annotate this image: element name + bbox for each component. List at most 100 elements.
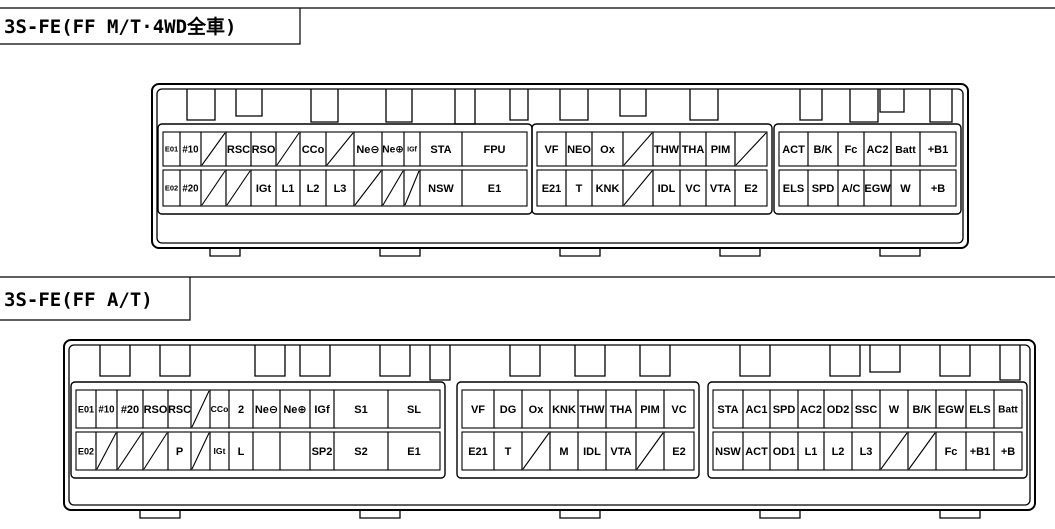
housing-foot bbox=[879, 248, 921, 257]
pin-label: E21 bbox=[542, 183, 562, 195]
connector-housing bbox=[63, 339, 1036, 511]
pin-label: #10 bbox=[182, 144, 198, 155]
pin-label: RSC bbox=[168, 404, 191, 416]
housing-foot bbox=[209, 248, 241, 257]
housing-key-notch bbox=[799, 89, 823, 121]
pin-label: E01 bbox=[78, 404, 94, 414]
pin-label: VC bbox=[685, 183, 700, 195]
pin-cell bbox=[461, 131, 528, 167]
pin-label: THA bbox=[610, 404, 633, 416]
pin-label: SSC bbox=[855, 404, 878, 416]
pin-label: E01 bbox=[165, 145, 178, 154]
pin-label: #20 bbox=[182, 183, 198, 194]
unused-pin-slash bbox=[404, 170, 420, 206]
pin-label: E21 bbox=[468, 446, 488, 458]
pin-cell bbox=[387, 389, 441, 429]
pin-label: Ne⊖ bbox=[356, 144, 379, 156]
pin-label: A/C bbox=[842, 183, 861, 195]
housing-key-notch bbox=[574, 345, 606, 377]
section-title-frame bbox=[0, 7, 1055, 45]
housing-key-notch bbox=[509, 345, 541, 377]
pin-label: SP2 bbox=[312, 446, 333, 458]
housing-foot bbox=[719, 248, 761, 257]
pin-label: E02 bbox=[165, 184, 178, 193]
housing-key-notch bbox=[879, 89, 905, 113]
pin-label: E2 bbox=[672, 446, 685, 458]
pin-label: CCo bbox=[302, 144, 325, 156]
pin-label: NSW bbox=[428, 183, 454, 195]
pin-label: OD2 bbox=[827, 404, 850, 416]
housing-key-notch bbox=[235, 89, 263, 117]
pin-label: L1 bbox=[805, 446, 818, 458]
housing-key-notch bbox=[739, 345, 771, 377]
connector-block bbox=[70, 381, 446, 479]
pin-label: CCo bbox=[211, 404, 229, 414]
pin-label: VTA bbox=[710, 183, 731, 195]
pin-label: IGt bbox=[256, 183, 272, 195]
pin-label: SPD bbox=[773, 404, 796, 416]
pin-label: E1 bbox=[488, 183, 501, 195]
pin-label: NEO bbox=[567, 144, 591, 156]
housing-key-notch bbox=[689, 89, 719, 121]
pin-label: IGf bbox=[407, 147, 417, 154]
pin-label: Ne⊕ bbox=[283, 404, 306, 416]
pin-label: OD1 bbox=[773, 446, 796, 458]
pin-label: B/K bbox=[814, 144, 833, 156]
section-title: 3S-FE(FF A/T) bbox=[4, 289, 153, 311]
housing-key-notch bbox=[849, 89, 879, 123]
connector-block bbox=[531, 123, 773, 215]
housing-key-notch bbox=[385, 89, 413, 123]
pin-label: STA bbox=[717, 404, 738, 416]
pin-label: AC2 bbox=[866, 144, 888, 156]
housing-key-notch bbox=[999, 345, 1021, 381]
pin-label: DG bbox=[500, 404, 517, 416]
pin-label: SL bbox=[407, 404, 421, 416]
pin-cell bbox=[734, 131, 768, 167]
unused-pin-slash bbox=[382, 170, 404, 206]
unused-pin-slash bbox=[276, 132, 300, 166]
pin-cell bbox=[919, 131, 957, 167]
pin-cell bbox=[993, 389, 1023, 429]
pin-label: VTA bbox=[610, 446, 631, 458]
pin-label: RSC bbox=[227, 144, 250, 156]
pin-label: EGW bbox=[938, 404, 965, 416]
unused-pin-slash bbox=[880, 432, 908, 470]
pin-label: NSW bbox=[715, 446, 741, 458]
unused-pin-slash bbox=[143, 432, 168, 470]
connector-block bbox=[707, 381, 1028, 479]
unused-pin-slash bbox=[326, 132, 354, 166]
pin-label: B/K bbox=[913, 404, 932, 416]
pin-label: W bbox=[889, 404, 900, 416]
unused-pin-slash bbox=[354, 170, 382, 206]
housing-key-notch bbox=[829, 345, 861, 377]
pin-label: FPU bbox=[484, 144, 506, 156]
pin-label: VC bbox=[671, 404, 686, 416]
pin-label: EGW bbox=[864, 183, 891, 195]
pin-label: STA bbox=[430, 144, 451, 156]
pin-label: VF bbox=[471, 404, 485, 416]
pin-label: L3 bbox=[334, 183, 347, 195]
housing-key-notch bbox=[159, 345, 191, 377]
housing-key-notch bbox=[619, 89, 647, 117]
unused-pin-slash bbox=[908, 432, 936, 470]
connector-block bbox=[773, 123, 962, 215]
pin-label: IGt bbox=[214, 446, 226, 456]
housing-key-notch bbox=[254, 345, 286, 377]
unused-pin-slash bbox=[201, 170, 226, 206]
housing-foot bbox=[359, 510, 401, 519]
housing-key-notch bbox=[939, 345, 971, 377]
pin-label: S2 bbox=[354, 446, 367, 458]
unused-pin-slash bbox=[623, 170, 653, 206]
housing-key-notch bbox=[186, 89, 216, 121]
pin-label: ELS bbox=[969, 404, 990, 416]
unused-pin-slash bbox=[636, 432, 664, 470]
pin-label: THW bbox=[579, 404, 605, 416]
unused-pin-slash bbox=[623, 132, 653, 166]
pin-label: IDL bbox=[658, 183, 676, 195]
pin-label: Fc bbox=[945, 446, 958, 458]
pin-label: VF bbox=[544, 144, 558, 156]
unused-pin-slash bbox=[117, 432, 143, 470]
pin-label: +B bbox=[1001, 446, 1015, 458]
pin-label: KNK bbox=[552, 404, 576, 416]
pin-label: ACT bbox=[782, 144, 805, 156]
